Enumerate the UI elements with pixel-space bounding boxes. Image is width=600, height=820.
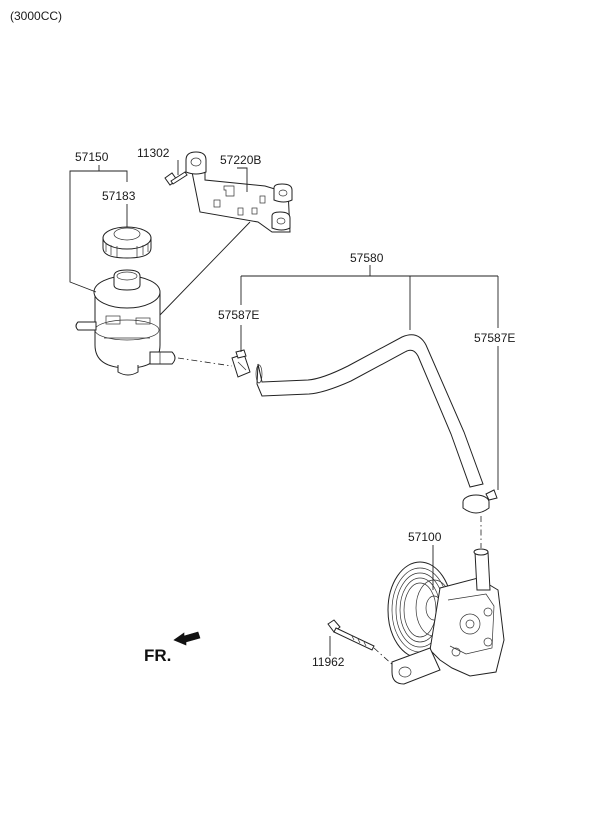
callout-57150: 57150: [75, 150, 109, 164]
callout-57587e-right: 57587E: [474, 331, 515, 345]
reservoir-bracket[interactable]: [185, 151, 293, 233]
callout-11302: 11302: [137, 146, 170, 160]
return-hose[interactable]: [255, 334, 484, 488]
leader-lines: [69, 160, 499, 667]
pump-mounting-bolt[interactable]: [327, 619, 375, 651]
front-direction-label: FR.: [144, 646, 171, 665]
callout-57220b: 57220B: [220, 153, 261, 167]
hose-clamp-left[interactable]: [231, 349, 251, 378]
callout-57587e-left: 57587E: [218, 308, 259, 322]
callout-57183: 57183: [102, 189, 136, 203]
reservoir-cap[interactable]: [102, 226, 152, 259]
engine-variant-label: (3000CC): [10, 9, 62, 23]
callout-57100: 57100: [408, 530, 442, 544]
callout-11962: 11962: [312, 655, 345, 669]
power-steering-pump[interactable]: [387, 548, 505, 685]
bracket-bolt[interactable]: [164, 171, 188, 186]
callout-57580: 57580: [350, 251, 384, 265]
hose-clamp-right[interactable]: [462, 489, 498, 514]
front-arrow-icon: [173, 631, 201, 646]
reservoir-assembly[interactable]: [75, 269, 176, 376]
